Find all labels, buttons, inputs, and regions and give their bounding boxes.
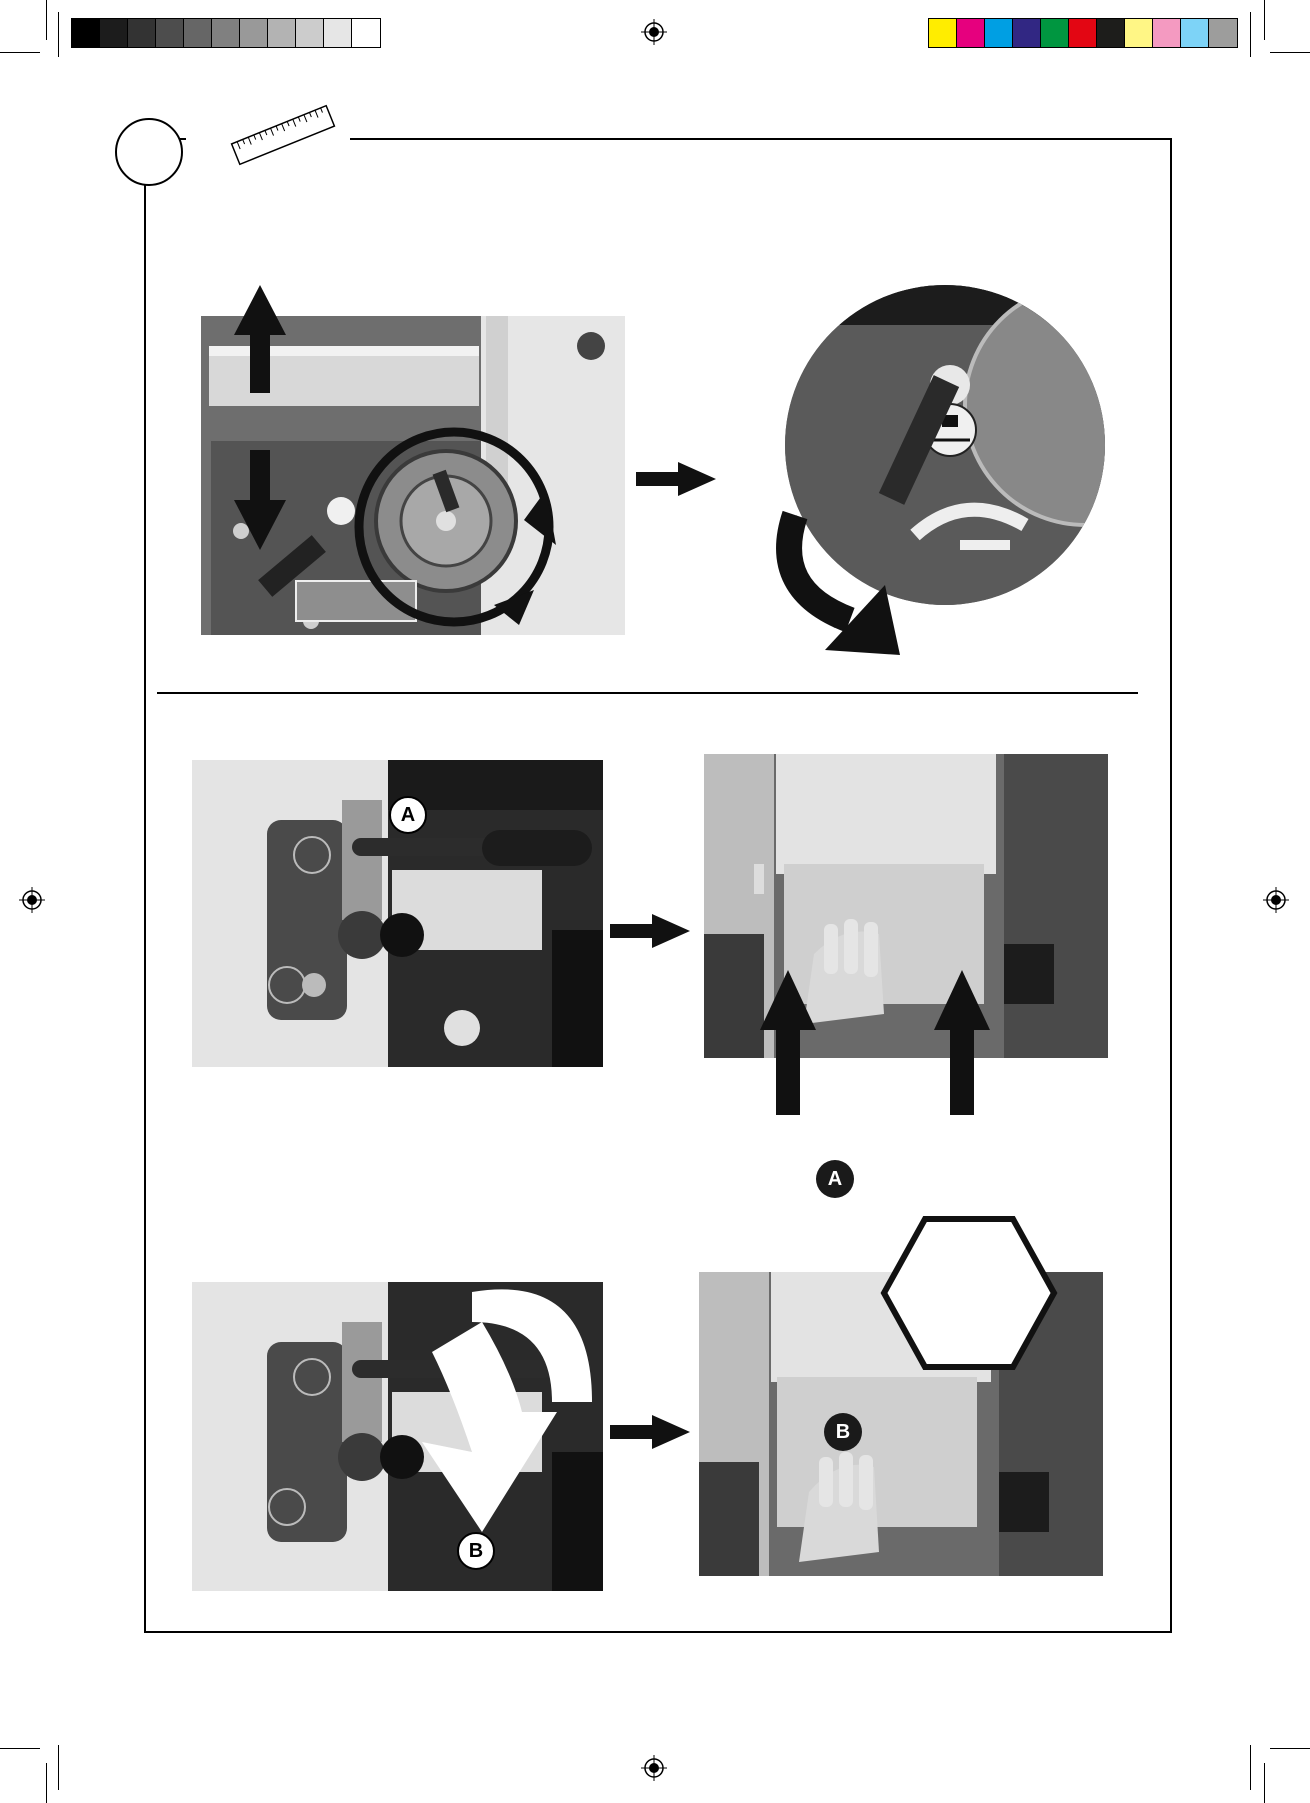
color-bar [928,18,1238,48]
label-b-text: B [469,1540,483,1563]
color-swatch [929,19,957,47]
crop-mark [1270,1748,1310,1749]
grey-swatch [100,19,128,47]
label-a-caption: A [816,1160,854,1198]
label-a: A [389,796,427,834]
crop-mark [1250,1745,1251,1790]
grey-scale-bar [71,18,381,48]
color-swatch [957,19,985,47]
grey-swatch [184,19,212,47]
curved-down-arrow-icon [775,510,905,655]
up-arrows [760,970,1000,1115]
crop-mark [1270,52,1310,53]
crop-mark [1250,12,1251,57]
label-a-text: A [401,804,415,827]
crop-mark [0,52,40,53]
label-a-caption-text: A [828,1168,842,1191]
registration-mark-icon [641,1755,667,1781]
label-b-on-photo: B [824,1413,862,1451]
grey-swatch [212,19,240,47]
grey-swatch [268,19,296,47]
color-swatch [1153,19,1181,47]
step-number-circle [115,118,183,186]
color-swatch [1097,19,1125,47]
color-swatch [1209,19,1237,47]
color-swatch [1069,19,1097,47]
crop-mark [58,1745,59,1790]
color-swatch [1013,19,1041,47]
grey-swatch [324,19,352,47]
crop-mark [58,12,59,57]
registration-mark-icon [641,19,667,45]
color-swatch [1041,19,1069,47]
rotation-arrow-icon [344,420,564,635]
crop-mark [1264,0,1265,40]
section-divider [157,692,1138,694]
label-b: B [457,1532,495,1570]
color-swatch [1181,19,1209,47]
registration-mark-icon [19,887,45,913]
grey-swatch [352,19,380,47]
crop-mark [46,1763,47,1803]
right-arrow-icon [636,462,716,496]
grey-swatch [296,19,324,47]
photo-lock-handle-b [192,1282,603,1591]
grey-swatch [128,19,156,47]
registration-mark-icon [1263,887,1289,913]
crop-mark [0,1748,40,1749]
grey-swatch [240,19,268,47]
color-swatch [985,19,1013,47]
ruler-icon [226,96,340,174]
color-swatch [1125,19,1153,47]
right-arrow-icon [610,1415,690,1449]
label-b-on-photo-text: B [836,1421,850,1444]
hexagon-outline [880,1215,1058,1371]
grey-swatch [72,19,100,47]
right-arrow-icon [610,914,690,948]
up-down-arrows [230,285,290,550]
crop-mark [46,0,47,40]
grey-swatch [156,19,184,47]
crop-mark [1264,1763,1265,1803]
